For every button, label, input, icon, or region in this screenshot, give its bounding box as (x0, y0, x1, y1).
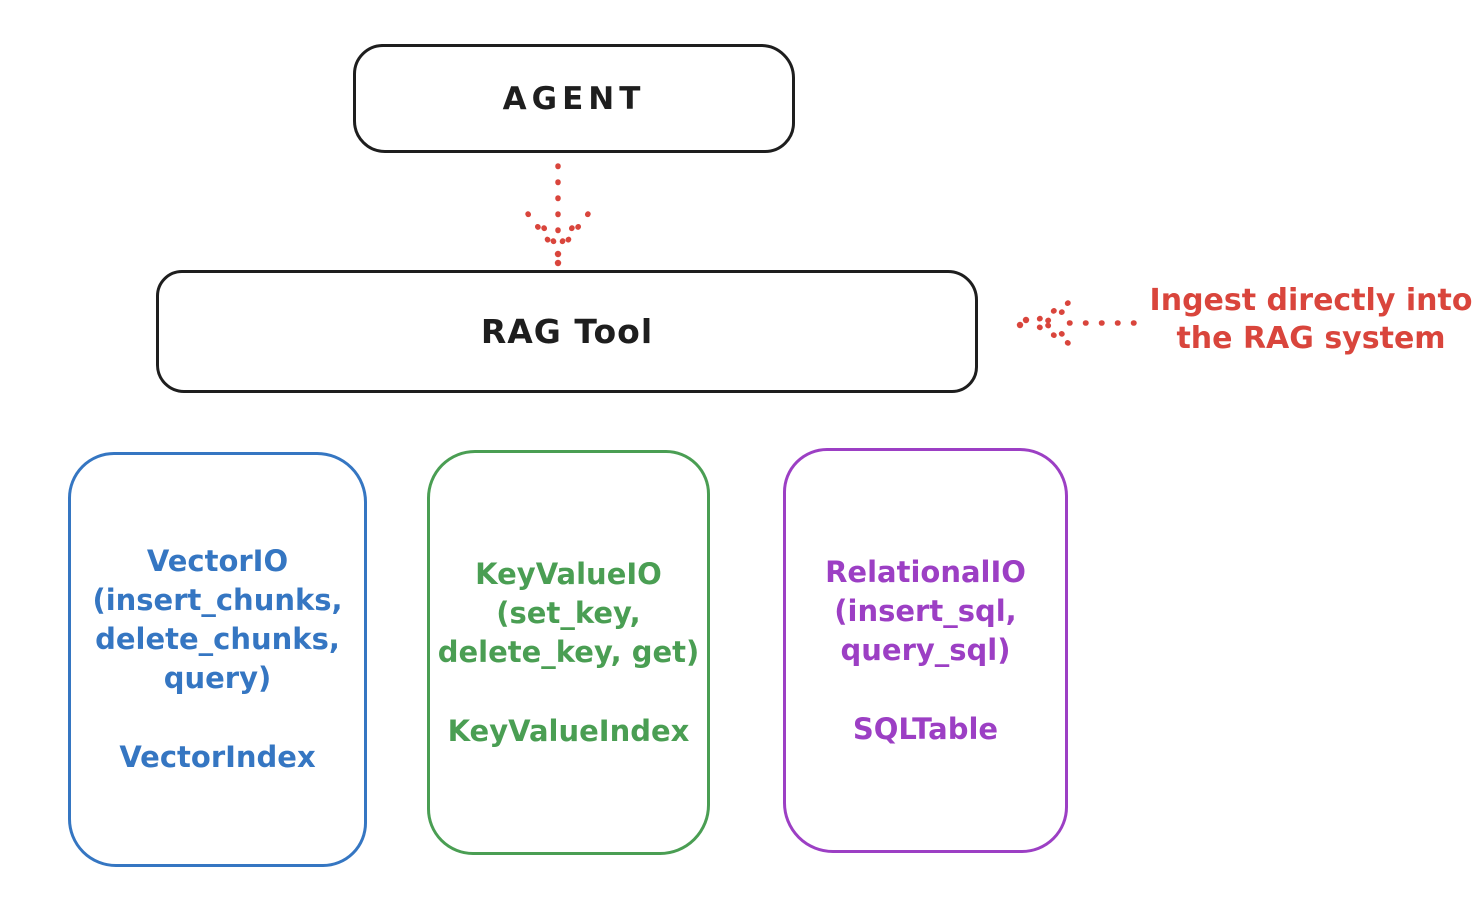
keyvalue-io-line-1: KeyValueIO (475, 556, 662, 591)
agent-to-rag-arrow-icon (525, 163, 591, 267)
vector-index-label: VectorIndex (119, 740, 316, 774)
vector-io-line-1: VectorIO (146, 544, 289, 578)
vector-io-label: VectorIO (insert_chunks, delete_chunks, … (92, 542, 342, 698)
relational-io-line-3: query_sql) (840, 632, 1011, 667)
relational-io-label: RelationalIO (insert_sql, query_sql) (825, 553, 1026, 670)
relational-io-line-1: RelationalIO (825, 554, 1026, 589)
rag-tool-label: RAG Tool (480, 312, 654, 351)
ingest-annotation-line-2: the RAG system (1176, 321, 1446, 356)
vector-io-node: VectorIO (insert_chunks, delete_chunks, … (68, 452, 367, 867)
keyvalue-io-node: KeyValueIO (set_key, delete_key, get) Ke… (427, 450, 710, 855)
relational-io-node: RelationalIO (insert_sql, query_sql) SQL… (783, 448, 1068, 853)
keyvalue-io-line-2: (set_key, (496, 595, 641, 630)
agent-label: AGENT (502, 80, 646, 117)
keyvalue-io-line-3: delete_key, get) (437, 634, 700, 669)
ingest-annotation-line-1: Ingest directly into (1149, 283, 1473, 318)
vector-io-line-3: delete_chunks, (95, 622, 340, 656)
sql-table-label: SQLTable (852, 711, 999, 746)
rag-tool-node: RAG Tool (156, 270, 978, 393)
ingest-annotation: Ingest directly into the RAG system (1138, 282, 1484, 358)
relational-io-line-2: (insert_sql, (834, 593, 1017, 628)
agent-node: AGENT (353, 44, 795, 153)
vector-io-line-4: query) (163, 661, 272, 695)
vector-io-line-2: (insert_chunks, (92, 583, 343, 617)
keyvalue-index-label: KeyValueIndex (447, 713, 690, 748)
keyvalue-io-label: KeyValueIO (set_key, delete_key, get) (438, 555, 700, 672)
annotation-to-rag-arrow-icon (1016, 300, 1137, 346)
